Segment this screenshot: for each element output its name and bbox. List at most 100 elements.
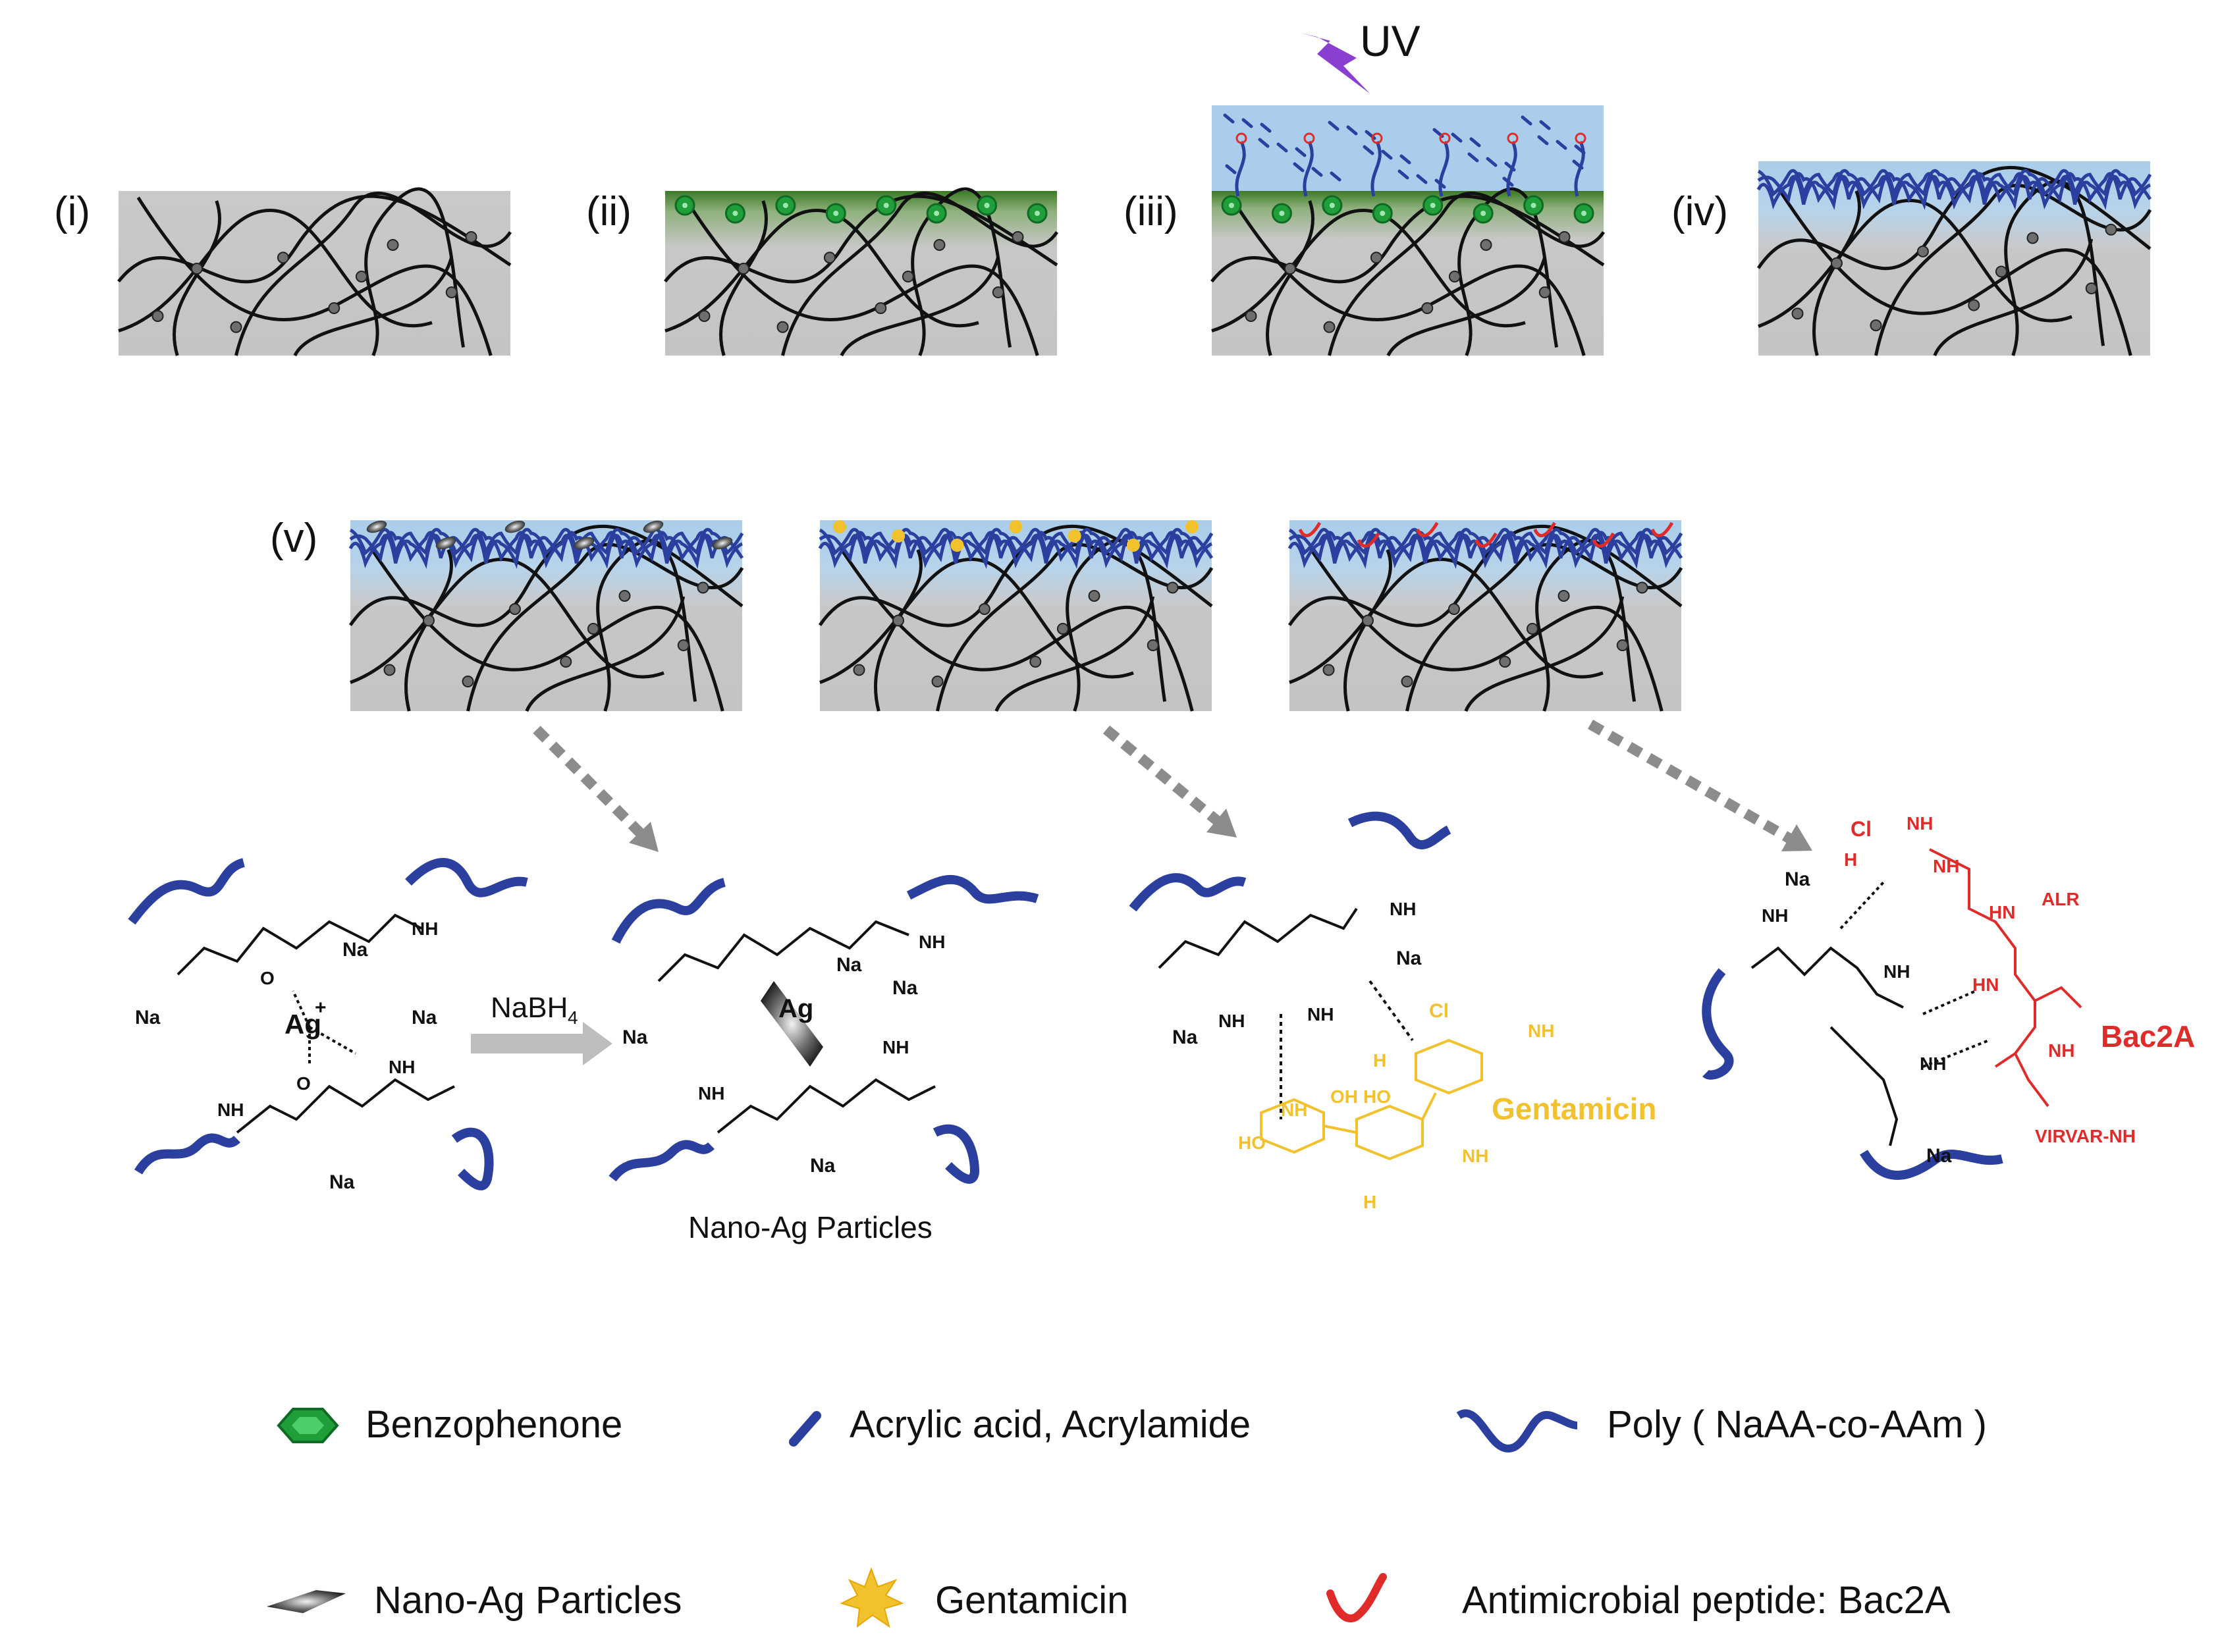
crosslink-node (1147, 639, 1159, 651)
crosslink-node (992, 286, 1004, 298)
na-label: Na (892, 977, 918, 999)
nh-label: NH (1281, 1100, 1307, 1120)
nh-label: NH (2048, 1040, 2074, 1061)
crosslink-node (191, 263, 203, 275)
crosslink-node (1480, 239, 1492, 251)
crosslink-node (892, 614, 904, 627)
o-label: O (296, 1073, 311, 1094)
uv-label: UV (1360, 16, 1421, 65)
peptide-mark (1475, 532, 1498, 548)
legend-nano-ag-label: Nano-Ag Particles (374, 1579, 682, 1622)
crosslink-node (151, 310, 164, 322)
monomer (1521, 115, 1532, 126)
crosslink-node (462, 676, 474, 687)
step-label-ii: (ii) (586, 189, 632, 234)
panel-iii-uv-grafting (1210, 105, 1606, 357)
growing-chain (1438, 141, 1449, 197)
crosslinked-chain (364, 187, 466, 356)
crosslink-node (230, 321, 242, 333)
grafted-polymer-chain (1288, 531, 1683, 562)
growing-chain (1574, 141, 1585, 197)
crosslink-node (1995, 265, 2007, 278)
nh-label: NH (1907, 813, 1933, 834)
gentamicin-dot (1126, 539, 1140, 552)
arrows-to-chemistry (533, 720, 1812, 852)
ag-ion-label: Ag (284, 1009, 321, 1040)
nh2-label: NH (1762, 905, 1788, 926)
peptide-mark (1298, 521, 1322, 537)
nano-ag-dot (504, 520, 526, 533)
na-label: Na (622, 1026, 648, 1048)
legend-peptide-label: Antimicrobial peptide: Bac2A (1462, 1579, 1951, 1622)
grafted-polymer-chain (1756, 174, 2152, 210)
crosslink-node (1791, 307, 1804, 320)
monomer (1295, 147, 1307, 157)
nano-ag-dot (435, 537, 456, 550)
crosslinked-chain (293, 256, 454, 357)
radical-site (1575, 132, 1586, 144)
panel-i-substrate (117, 187, 512, 357)
gentamicin-dot (1009, 520, 1023, 533)
gentamicin-dot (1185, 520, 1199, 533)
monomer (1469, 137, 1481, 147)
uv-lightning-icon (1301, 33, 1370, 93)
nh2-label: NH (1920, 1053, 1946, 1074)
nh2-label: NH (389, 1057, 415, 1077)
crosslinked-chain (1210, 194, 1605, 284)
crosslink-node (587, 623, 599, 635)
crosslink-node (902, 271, 914, 282)
crosslink-node (445, 286, 458, 298)
crosslink-node (933, 239, 946, 251)
nano-ag-dot (574, 537, 595, 550)
step-label-v: (v) (270, 516, 317, 561)
monomer (1311, 167, 1323, 177)
nh2-label: NH (1307, 1004, 1334, 1025)
crosslink-node (618, 590, 631, 602)
crosslink-node (823, 252, 836, 264)
ho-label: HO (1363, 1086, 1391, 1107)
peptide-mark (1416, 521, 1439, 537)
nh2-label: NH (1218, 1011, 1245, 1031)
alr-label: ALR (2042, 889, 2080, 909)
growing-chain (1370, 141, 1382, 197)
grafted-polymer-chain (819, 531, 1214, 562)
radical-site (1507, 132, 1519, 144)
crosslink-node (1401, 676, 1413, 687)
crosslink-node (1558, 231, 1571, 243)
crosslink-node (1499, 656, 1511, 668)
peptide-mark (1357, 532, 1380, 548)
monomer (1258, 138, 1270, 148)
nano-ag-icon (267, 1590, 346, 1613)
cl-label: Cl (1429, 1000, 1449, 1022)
crosslink-node (931, 676, 944, 687)
na-label: Na (1396, 947, 1422, 969)
monomer (1556, 140, 1567, 150)
crosslink-node (1012, 231, 1024, 243)
crosslink-node (560, 656, 572, 668)
step-label-i: (i) (54, 189, 90, 234)
nh-label: NH (1933, 856, 1959, 876)
crosslink-node (1870, 319, 1882, 332)
monomer (1467, 152, 1479, 163)
step-label-iii: (iii) (1124, 189, 1178, 234)
grafted-polymer-chain (818, 533, 1213, 569)
gentamicin-caption: Gentamicin (1492, 1092, 1657, 1126)
grafted-polymer-chain (1757, 172, 2152, 203)
nh2-label: NH (698, 1083, 724, 1104)
peptide-mark (1650, 521, 1674, 537)
crosslink-node (2105, 223, 2117, 236)
chem-ag-ion-labels: Ag + Na Na Na Na NH NH NH O O (135, 919, 438, 1193)
crosslink-node (1616, 639, 1629, 651)
growing-chain (1235, 141, 1246, 197)
legend-item-monomers: Acrylic acid, Acrylamide (789, 1403, 1251, 1447)
grafted-polymer-chain (1288, 527, 1683, 558)
crosslink-node (1370, 252, 1382, 264)
o-label: O (260, 968, 275, 988)
na-label: Na (1785, 868, 1810, 890)
crosslink-node (2026, 232, 2039, 244)
peptide-mark (1533, 521, 1556, 537)
radical-site (1371, 132, 1383, 144)
panel-v-nano-ag (348, 520, 744, 712)
crosslink-node (1166, 581, 1179, 594)
bac2a-caption: Bac2A (2101, 1019, 2195, 1053)
